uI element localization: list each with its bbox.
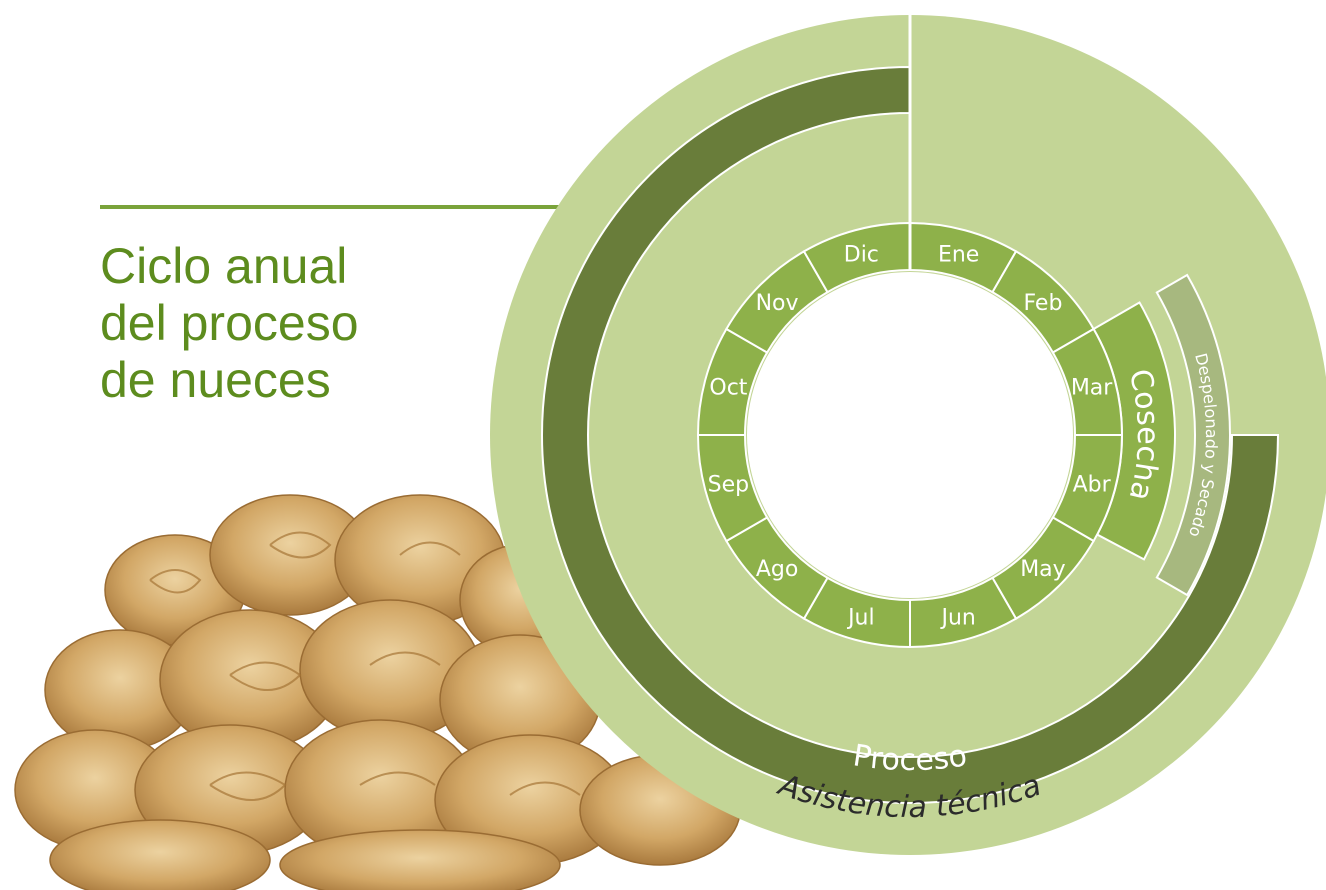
month-label: Ene xyxy=(938,242,979,267)
month-label: Jun xyxy=(939,606,975,631)
month-label: Ago xyxy=(756,557,798,582)
month-label: Sep xyxy=(708,473,749,498)
title-line-3: de nueces xyxy=(100,352,331,408)
process-arc xyxy=(541,65,1280,804)
month-label: Mar xyxy=(1071,375,1113,400)
center-disc xyxy=(747,272,1073,598)
month-label: Jul xyxy=(846,606,875,631)
hulling-arc xyxy=(1155,273,1231,597)
process-label: Proceso xyxy=(851,738,969,778)
title-rule xyxy=(100,205,570,209)
month-label: Dic xyxy=(844,242,879,267)
month-label: Nov xyxy=(756,291,799,316)
title-line-2: del proceso xyxy=(100,295,359,351)
title-line-1: Ciclo anual xyxy=(100,238,348,294)
month-label: Feb xyxy=(1023,291,1062,316)
month-label: Abr xyxy=(1073,473,1112,498)
page-title: Ciclo anual del proceso de nueces xyxy=(100,238,430,409)
month-label: May xyxy=(1020,557,1065,582)
month-label: Oct xyxy=(709,375,747,400)
